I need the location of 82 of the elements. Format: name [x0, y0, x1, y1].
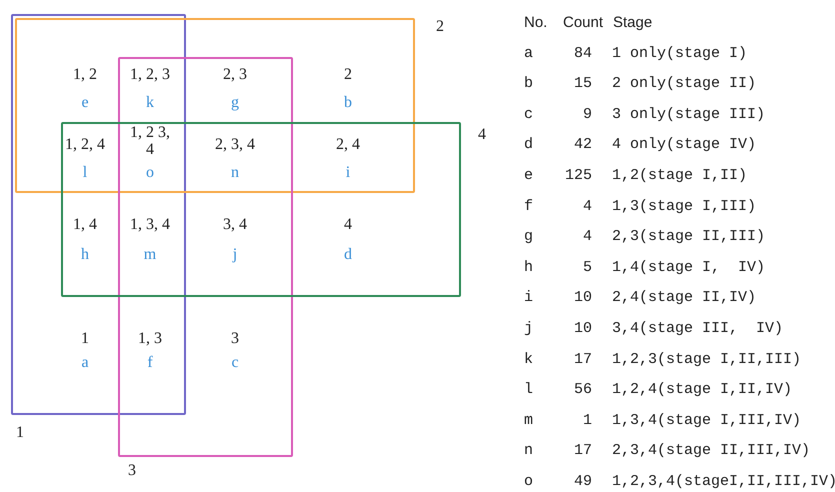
set-number: 3: [128, 462, 136, 480]
region-letter: l: [82, 164, 88, 181]
region-letter: o: [146, 164, 154, 181]
table-cell: 2 only(stage II): [612, 75, 756, 92]
set-combination-label: 2, 4: [336, 136, 360, 153]
table-cell: 84: [574, 44, 592, 62]
table-cell: 4: [582, 198, 592, 215]
table-cell: 2,3,4(stage II,III,IV): [612, 442, 810, 460]
set-combination-label: 1: [81, 330, 89, 347]
table-cell: d: [524, 136, 534, 154]
set-combination-label: 4: [344, 216, 352, 233]
table-cell: h: [524, 258, 534, 276]
table-cell: 1,2,3(stage I,II,III): [612, 350, 802, 368]
table-cell: 49: [574, 473, 592, 490]
table-cell: j: [524, 320, 534, 337]
region-letter: m: [144, 246, 156, 263]
table-cell: m: [524, 412, 534, 429]
set-combination-label: 1, 3, 4: [130, 216, 170, 233]
set-number: 1: [16, 424, 24, 442]
set-combination-label: 1, 2, 3: [130, 66, 170, 83]
table-cell: 1,3,4(stage I,III,IV): [612, 412, 802, 429]
set-number: 4: [478, 126, 486, 144]
set-combination-label: 3, 4: [223, 216, 247, 233]
region-letter: a: [81, 354, 89, 371]
set-combination-label: 1, 2, 4: [65, 136, 105, 153]
table-cell: 1,3(stage I,III): [612, 198, 756, 215]
set-combination-label: 2: [344, 66, 352, 83]
table-cell: i: [524, 289, 534, 306]
table-cell: 9: [582, 106, 592, 123]
table-cell: b: [524, 75, 534, 92]
table-cell: 4: [582, 228, 592, 246]
region-letter: e: [81, 94, 89, 111]
table-cell: 2,4(stage II,IV): [612, 289, 756, 306]
region-letter: j: [232, 246, 238, 263]
set-combination-label: 1, 2 3, 4: [130, 124, 170, 158]
table-cell: 1,2(stage I,II): [612, 167, 748, 184]
table-cell: g: [524, 228, 534, 246]
table-cell: 1,2,3,4(stageI,II,III,IV): [612, 473, 835, 490]
set-combination-label: 1, 2: [73, 66, 97, 83]
region-letter: b: [344, 94, 352, 111]
table-cell: 42: [574, 136, 592, 154]
region-letter: n: [231, 164, 239, 181]
table-cell: 10: [574, 289, 592, 306]
set-combination-label: 3: [231, 330, 239, 347]
set-combination-label: 1, 4: [73, 216, 97, 233]
table-cell: k: [524, 350, 534, 368]
region-letter: f: [147, 354, 153, 371]
set-combination-label: 2, 3: [223, 66, 247, 83]
table-cell: 56: [574, 381, 592, 398]
table-cell: 1: [582, 412, 592, 429]
table-cell: 17: [574, 350, 592, 368]
set-combination-label: 1, 3: [138, 330, 162, 347]
set-combination-label: 2, 3, 4: [215, 136, 255, 153]
table-cell: l: [524, 381, 534, 398]
table-cell: 3 only(stage III): [612, 106, 766, 123]
table-header: Count: [563, 14, 604, 31]
table-cell: 125: [564, 167, 592, 184]
table-cell: 1,2,4(stage I,II,IV): [612, 381, 792, 398]
table-header: No.: [524, 14, 548, 31]
table-cell: 4 only(stage IV): [612, 136, 756, 154]
table-cell: 2,3(stage II,III): [612, 228, 766, 246]
region-letter: g: [231, 94, 239, 111]
table-cell: 15: [574, 75, 592, 92]
region-letter: c: [231, 354, 239, 371]
table-cell: 3,4(stage III, IV): [612, 320, 784, 337]
table-cell: a: [524, 44, 534, 62]
region-letter: h: [81, 246, 89, 263]
table-cell: n: [524, 442, 534, 460]
region-letter: d: [344, 246, 352, 263]
table-cell: 10: [574, 320, 592, 337]
table-cell: e: [524, 167, 534, 184]
region-letter: i: [346, 164, 350, 181]
region-letter: k: [146, 94, 154, 111]
table-cell: c: [524, 106, 534, 123]
table-cell: f: [524, 198, 534, 215]
set-number: 2: [436, 18, 444, 36]
table-cell: 1 only(stage I): [612, 44, 748, 62]
table-header: Stage: [613, 14, 652, 31]
table-cell: o: [524, 473, 534, 490]
table-cell: 1,4(stage I, IV): [612, 258, 766, 276]
table-cell: 5: [582, 258, 592, 276]
table-cell: 17: [574, 442, 592, 460]
